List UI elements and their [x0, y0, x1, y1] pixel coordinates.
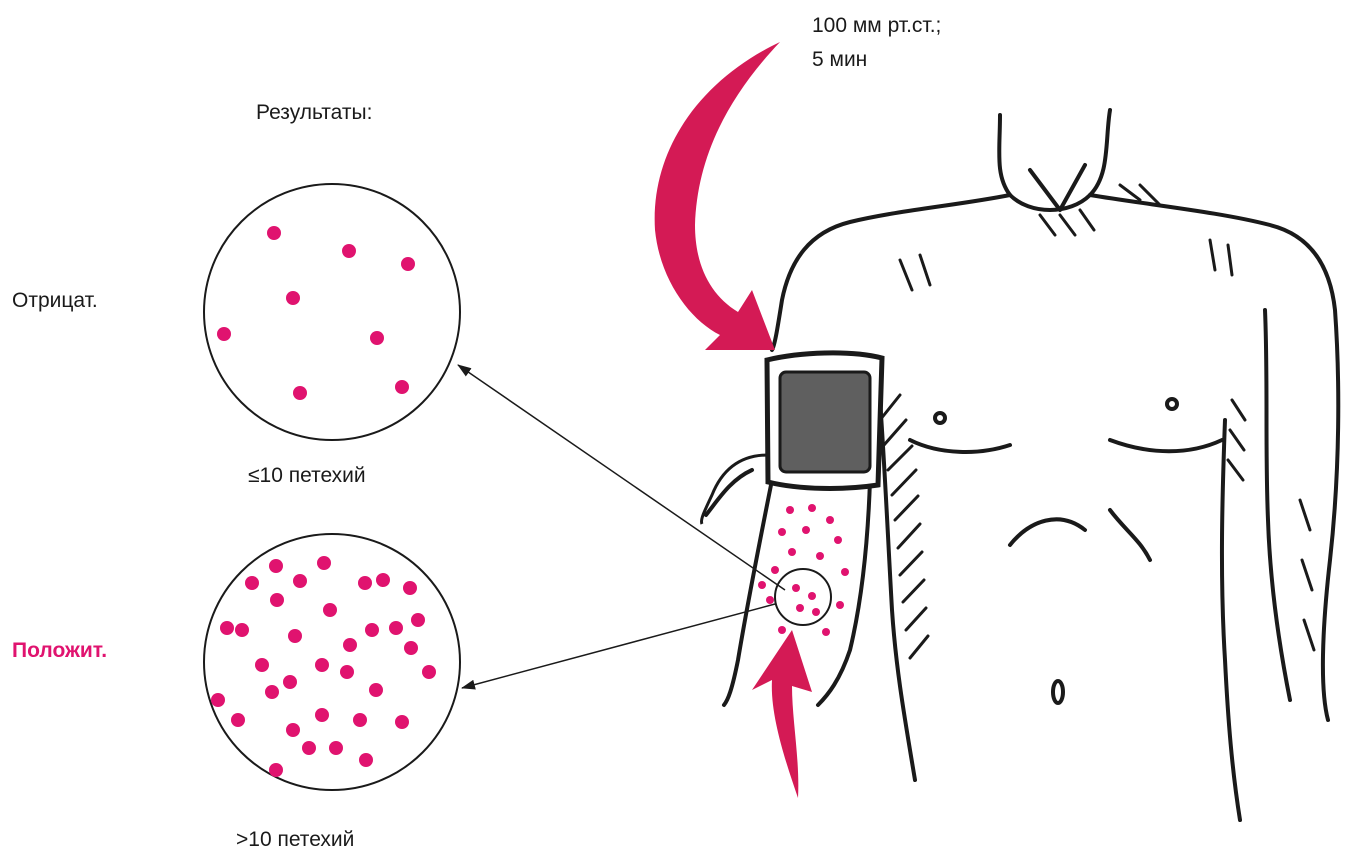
pressure-value-label: 100 мм рт.ст.; [812, 12, 941, 40]
results-title: Результаты: [256, 99, 372, 127]
release-arrow [752, 630, 812, 798]
pressure-cuff [701, 353, 882, 524]
negative-result-label: Отрицат. [12, 287, 98, 315]
negative-connector-arrow [458, 365, 785, 590]
positive-connector-arrow [462, 604, 775, 688]
pressure-arrow [655, 42, 780, 350]
positive-result-caption: >10 петехий [236, 826, 354, 854]
negative-result-caption: ≤10 петехий [248, 462, 366, 490]
pressure-duration-label: 5 мин [812, 46, 867, 74]
negative-result-circle [204, 184, 460, 440]
positive-result-label: Положит. [12, 637, 107, 665]
magnifier-ring [775, 569, 831, 625]
